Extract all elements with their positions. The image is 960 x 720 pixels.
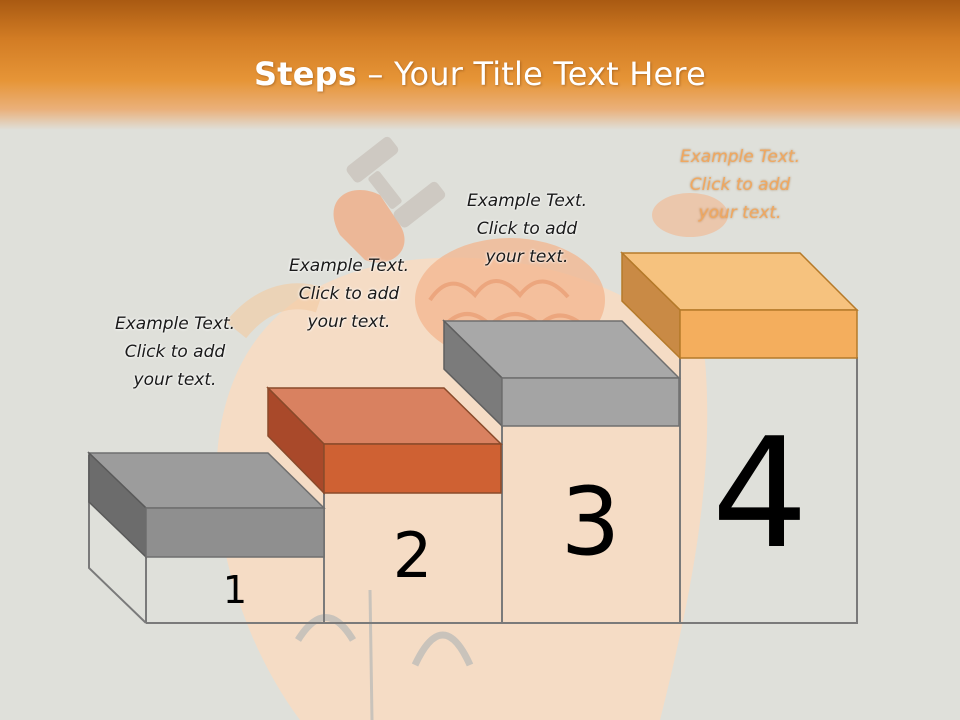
- title-bold: Steps: [254, 55, 358, 93]
- title-rest: – Your Title Text Here: [357, 55, 706, 93]
- slide-title[interactable]: Steps – Your Title Text Here: [0, 52, 960, 96]
- step-number-1: 1: [222, 568, 248, 612]
- step-block-1[interactable]: [87, 451, 326, 559]
- step-number-2: 2: [392, 519, 433, 592]
- step-number-3: 3: [560, 468, 621, 577]
- step-block-2[interactable]: [266, 386, 503, 495]
- step-caption-3[interactable]: Example Text. Click to add your text.: [466, 191, 588, 267]
- step-caption-4[interactable]: Example Text. Click to add your text.: [679, 147, 801, 223]
- header-band: [0, 0, 960, 130]
- step-block-4[interactable]: [620, 251, 859, 360]
- step-number-4: 4: [711, 405, 809, 582]
- step-caption-2[interactable]: Example Text. Click to add your text.: [288, 256, 410, 332]
- step-caption-1[interactable]: Example Text. Click to add your text.: [114, 314, 236, 390]
- step-block-3[interactable]: [442, 319, 681, 428]
